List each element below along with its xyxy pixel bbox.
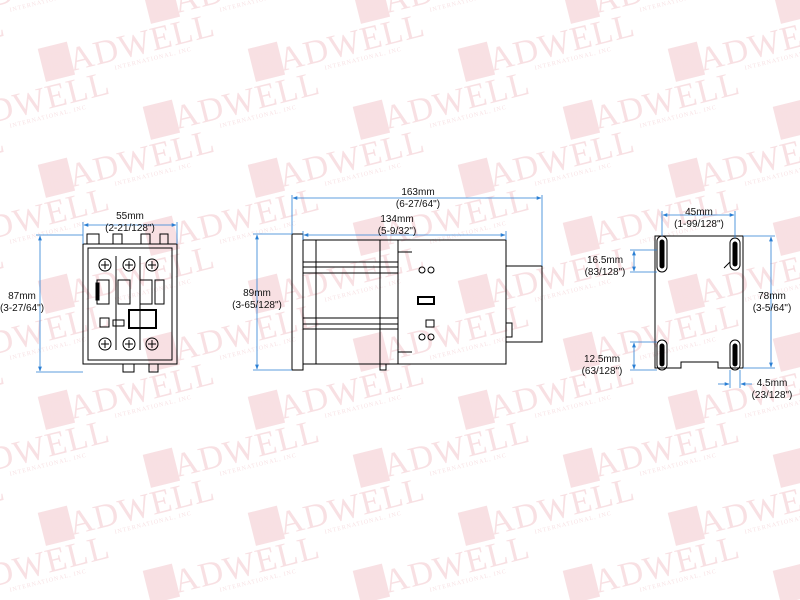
svg-text:RADWELL: RADWELL	[0, 471, 9, 549]
front-view	[82, 233, 178, 373]
front-width-metric: 55mm	[116, 211, 144, 222]
dimension-lines	[36, 195, 775, 388]
lower-slot-metric: 12.5mm	[584, 354, 620, 365]
upper-slot-metric: 16.5mm	[587, 255, 623, 266]
overall-depth-metric: 163mm	[401, 187, 434, 198]
side-height-imperial: (3-65/128")	[232, 300, 282, 311]
svg-text:RADWELL: RADWELL	[0, 7, 9, 85]
front-height-metric: 87mm	[8, 291, 36, 302]
dimension-labels: 55mm (2-21/128") 87mm (3-27/64") 163mm (…	[0, 187, 792, 401]
overall-depth-imperial: (6-27/64")	[396, 199, 440, 210]
svg-text:RADWELL: RADWELL	[0, 123, 9, 201]
body-depth-imperial: (5-9/32")	[378, 226, 417, 237]
upper-slot-imperial: (83/128")	[585, 267, 626, 278]
mounting-view	[654, 235, 744, 371]
svg-text:RADWELL: RADWELL	[0, 413, 114, 491]
body-depth-metric: 134mm	[380, 214, 413, 225]
lower-slot-imperial: (63/128")	[582, 366, 623, 377]
slot-width-imperial: (23/128")	[752, 390, 793, 401]
mount-height-metric: 78mm	[758, 291, 786, 302]
mount-width-metric: 45mm	[685, 207, 713, 218]
side-height-metric: 89mm	[243, 288, 271, 299]
slot-width-metric: 4.5mm	[757, 378, 788, 389]
front-height-imperial: (3-27/64")	[0, 303, 44, 314]
svg-text:RADWELL: RADWELL	[0, 355, 9, 433]
mount-height-imperial: (3-5/64")	[753, 303, 792, 314]
svg-text:RADWELL: RADWELL	[0, 65, 114, 143]
svg-text:RADWELL: RADWELL	[0, 181, 114, 259]
svg-text:RADWELL: RADWELL	[0, 0, 114, 27]
side-view	[291, 233, 543, 371]
front-width-imperial: (2-21/128")	[105, 223, 155, 234]
mount-width-imperial: (1-99/128")	[674, 219, 724, 230]
